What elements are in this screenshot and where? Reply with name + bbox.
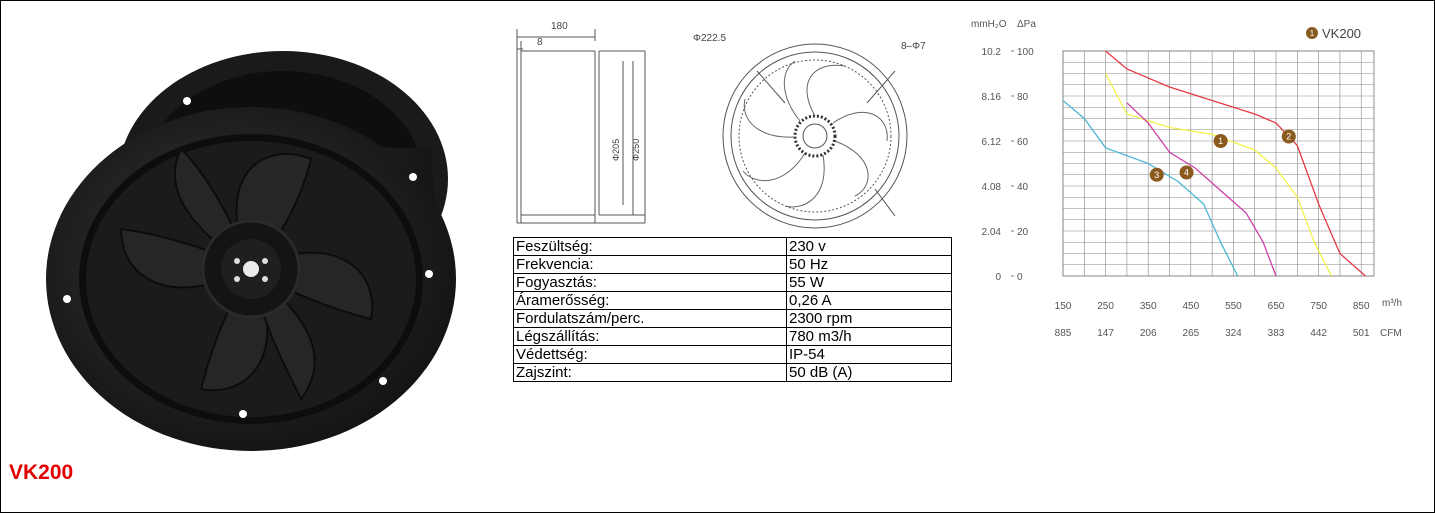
series-label-4: 4 [1184, 168, 1189, 178]
series-marker-2 [1281, 129, 1296, 144]
x-tick-label: 450 [1182, 301, 1199, 312]
plot-border [1062, 50, 1375, 277]
y-tick-label-mmh2o: 8.16 [982, 92, 1002, 103]
x-unit2-label: CFM [1380, 328, 1402, 339]
spec-value: 780 m3/h [786, 327, 952, 346]
table-row: Frekvencia:50 Hz [513, 255, 952, 274]
spec-label: Védettség: [513, 345, 787, 364]
y-tick-label-pa: 60 [1017, 137, 1029, 148]
chart-axes: 10.2 100 8.16 80 6.12 60 4.08 40 2.04 20 0 0 150 885 2… [982, 47, 1402, 339]
y-tick-label-mmh2o: 0 [995, 272, 1001, 283]
series-marker-3 [1149, 167, 1164, 182]
dim-total-width: 180 [551, 21, 568, 32]
x-tick-label: 650 [1268, 301, 1285, 312]
series-line-4 [1126, 102, 1277, 277]
dim-pitch-circle: Φ222.5 [693, 33, 726, 44]
x-tick-label: 550 [1225, 301, 1242, 312]
table-row: Feszültség:230 v [513, 237, 952, 256]
x-tick-label-cfm: 265 [1182, 328, 1199, 339]
x-tick-label-cfm: 442 [1310, 328, 1327, 339]
spec-label: Fordulatszám/perc. [513, 309, 787, 328]
table-row: Fogyasztás:55 W [513, 273, 952, 292]
series-line-2 [1105, 50, 1366, 277]
dim-outer: Φ250 [631, 139, 641, 161]
dimension-drawing: 180 8 Φ205 Φ250 Φ222.5 8–Φ7 [516, 21, 926, 229]
series-marker-4 [1179, 165, 1194, 180]
x-tick-label: 250 [1097, 301, 1114, 312]
chart-grid [1062, 50, 1375, 277]
y-tick-label-pa: 20 [1017, 227, 1029, 238]
spec-value: 2300 rpm [786, 309, 952, 328]
x-tick-label-cfm: 885 [1055, 328, 1072, 339]
y-tick-label-mmh2o: 10.2 [982, 47, 1002, 58]
y-tick-label-mmh2o: 4.08 [982, 182, 1002, 193]
table-row: Fordulatszám/perc.2300 rpm [513, 309, 952, 328]
table-row: Védettség:IP-54 [513, 345, 952, 364]
x-tick-label: 850 [1353, 301, 1370, 312]
x-tick-label-cfm: 383 [1268, 328, 1285, 339]
spec-label: Légszállítás: [513, 327, 787, 346]
spec-label: Zajszint: [513, 363, 787, 382]
y-tick-label-pa: 100 [1017, 47, 1034, 58]
spec-label: Áramerősség: [513, 291, 787, 310]
series-line-1 [1105, 73, 1332, 277]
spec-label: Frekvencia: [513, 255, 787, 274]
spec-value: 230 v [786, 237, 952, 256]
table-row: Zajszint:50 dB (A) [513, 363, 952, 382]
legend-label: VK200 [1322, 26, 1361, 41]
dim-inner: Φ205 [611, 139, 621, 161]
y-label-right: ΔPa [1017, 19, 1036, 30]
y-tick-label-pa: 40 [1017, 182, 1029, 193]
y-tick-label-mmh2o: 6.12 [982, 137, 1002, 148]
product-title: VK200 [9, 461, 74, 484]
spec-value: 55 W [786, 273, 952, 292]
series-label-1: 1 [1218, 136, 1223, 146]
y-tick-label-pa: 0 [1017, 272, 1023, 283]
x-tick-label: 750 [1310, 301, 1327, 312]
legend-marker-label: 1 [1310, 29, 1315, 38]
table-row: Áramerősség:0,26 A [513, 291, 952, 310]
x-tick-label: 150 [1055, 301, 1072, 312]
y-tick-label-pa: 80 [1017, 92, 1029, 103]
series-marker-1 [1213, 134, 1228, 148]
dim-flange: 8 [537, 37, 543, 48]
fan-photo [41, 51, 456, 451]
legend-marker [1306, 27, 1318, 39]
spec-table: Feszültség:230 v Frekvencia:50 Hz Fogyas… [513, 237, 952, 382]
x-tick-label-cfm: 147 [1097, 328, 1114, 339]
spec-value: 0,26 A [786, 291, 952, 310]
spec-label: Fogyasztás: [513, 273, 787, 292]
spec-value: 50 dB (A) [786, 363, 952, 382]
series-label-2: 2 [1286, 132, 1291, 142]
spec-label: Feszültség: [513, 237, 787, 256]
chart-series: 1 2 3 4 [1062, 50, 1366, 277]
x-tick-label-cfm: 501 [1353, 328, 1370, 339]
spec-value: 50 Hz [786, 255, 952, 274]
x-tick-label-cfm: 324 [1225, 328, 1242, 339]
table-row: Légszállítás:780 m3/h [513, 327, 952, 346]
x-tick-label: 350 [1140, 301, 1157, 312]
y-tick-label-mmh2o: 2.04 [982, 227, 1002, 238]
x-tick-label-cfm: 206 [1140, 328, 1157, 339]
series-label-3: 3 [1154, 170, 1159, 180]
spec-value: IP-54 [786, 345, 952, 364]
y-label-left: mmH₂O [971, 19, 1007, 30]
dim-holes: 8–Φ7 [901, 41, 926, 52]
x-unit-label: m³/h [1382, 298, 1402, 309]
